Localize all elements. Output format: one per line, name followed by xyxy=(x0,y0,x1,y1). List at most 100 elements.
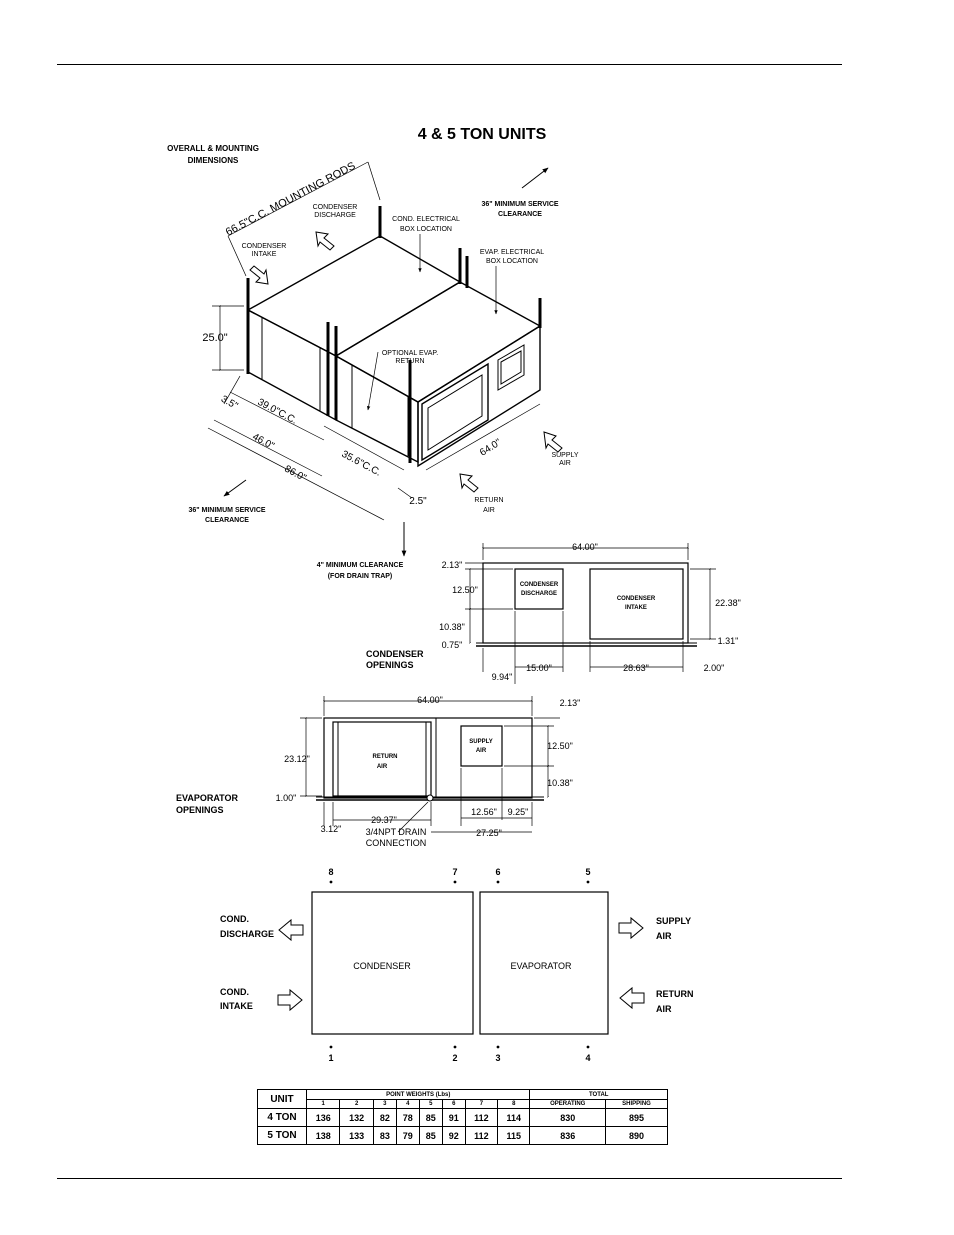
height-dim: 25.0" xyxy=(202,332,227,344)
optional-return-label: OPTIONAL EVAP. xyxy=(382,350,438,357)
plan-supply-air: SUPPLY xyxy=(656,916,691,926)
evap-dim-23-12: 23.12" xyxy=(284,754,310,764)
cond-dim-15-00: 15.00" xyxy=(526,663,552,673)
evap-dim-10-38: 10.38" xyxy=(547,778,573,788)
cond-dim-0-75: 0.75" xyxy=(442,640,463,650)
supply-air-label: SUPPLY xyxy=(551,452,578,459)
evap-dim-9-25: 9.25" xyxy=(508,807,529,817)
condenser-intake-label: CONDENSER xyxy=(242,243,287,250)
intake-arrow-icon xyxy=(249,265,269,285)
point-3: 3 xyxy=(495,1053,500,1063)
bottom-rule xyxy=(57,1178,842,1179)
cond-dim-12-50: 12.50" xyxy=(452,585,478,595)
evaporator-openings-label-2: OPENINGS xyxy=(176,805,224,815)
plan-return-air-2: AIR xyxy=(656,1004,672,1014)
point-weights-header: POINT WEIGHTS (Lbs) xyxy=(305,1089,531,1100)
point-col: 5 xyxy=(418,1099,443,1109)
evap-dim-12-56: 12.56" xyxy=(471,807,497,817)
service-clearance-bottom: 36" MINIMUM SERVICE xyxy=(188,507,265,514)
condenser-openings: CONDENSER OPENINGS CONDENSER DISCHARGE C… xyxy=(366,542,741,684)
cond-dim-22-38: 22.38" xyxy=(715,598,741,608)
plan-evaporator: EVAPORATOR xyxy=(510,961,572,971)
weight-cell: 132 xyxy=(339,1108,374,1127)
drain-connection-label: 3/4NPT DRAIN xyxy=(366,827,427,837)
weight-cell: 112 xyxy=(464,1126,499,1145)
cond-intake-opening: CONDENSER xyxy=(617,596,656,602)
dim-64: 64.0" xyxy=(478,437,504,459)
plan-return-air: RETURN xyxy=(656,989,694,999)
plan-intake-arrow-icon xyxy=(277,988,303,1012)
evap-return-opening: RETURN xyxy=(373,754,398,760)
cond-dim-9-94: 9.94" xyxy=(492,672,513,682)
condenser-discharge-label-2: DISCHARGE xyxy=(314,212,356,219)
overall-heading: OVERALL & MOUNTING xyxy=(167,144,259,153)
evap-dim-2-13: 2.13" xyxy=(560,698,581,708)
dim-35-6: 35.6"C.C. xyxy=(340,449,383,479)
cond-dim-1-31: 1.31" xyxy=(718,636,739,646)
evap-dim-3-12: 3.12" xyxy=(321,824,342,834)
plan-cond-intake-2: INTAKE xyxy=(220,1001,253,1011)
weight-cell: 91 xyxy=(441,1108,466,1127)
weight-cell: 79 xyxy=(395,1126,420,1145)
return-air-label-2: AIR xyxy=(483,507,495,514)
unit-header: UNIT xyxy=(257,1089,307,1109)
cond-electrical-label: COND. ELECTRICAL xyxy=(392,216,460,223)
plan-supply-arrow-icon xyxy=(618,916,644,940)
evap-electrical-label: EVAP. ELECTRICAL xyxy=(480,249,544,256)
plan-view: CONDENSER EVAPORATOR 8 7 6 5 1 2 3 4 CON… xyxy=(220,867,694,1063)
drain-connection-icon xyxy=(426,794,434,802)
evap-dim-12-50: 12.50" xyxy=(547,741,573,751)
table-row: 5 TON 138 133 83 79 85 92 112 115 836 89… xyxy=(257,1126,668,1145)
point-col: 4 xyxy=(395,1099,420,1109)
plan-discharge-arrow-icon xyxy=(278,918,304,942)
plan-cond-intake: COND. xyxy=(220,987,249,997)
condenser-openings-label: CONDENSER xyxy=(366,649,424,659)
drain-clearance-label: 4" MINIMUM CLEARANCE xyxy=(317,562,404,569)
operating-col: OPERATING xyxy=(529,1099,607,1109)
dim-3-5: 3.5" xyxy=(219,394,240,412)
weight-cell: 114 xyxy=(497,1108,531,1127)
point-weights-table: UNIT POINT WEIGHTS (Lbs) TOTAL 1 2 3 4 5… xyxy=(257,1089,668,1145)
operating-cell: 836 xyxy=(529,1126,607,1145)
return-air-arrow-icon xyxy=(459,473,479,493)
isometric-unit: OVERALL & MOUNTING DIMENSIONS xyxy=(167,144,579,580)
return-air-label: RETURN xyxy=(474,497,503,504)
service-clearance-top: 36" MINIMUM SERVICE xyxy=(481,201,558,208)
dim-39: 39.0"C.C. xyxy=(256,397,299,427)
condenser-discharge-label: CONDENSER xyxy=(313,204,358,211)
unit-cell: 4 TON xyxy=(257,1108,307,1127)
cond-width-dim: 64.00" xyxy=(572,542,598,552)
evap-dim-29-37: 29.37" xyxy=(371,815,397,825)
evap-dim-1-00: 1.00" xyxy=(276,793,297,803)
supply-air-label-2: AIR xyxy=(559,460,571,467)
condenser-openings-label-2: OPENINGS xyxy=(366,660,414,670)
point-7: 7 xyxy=(452,867,457,877)
weight-cell: 83 xyxy=(372,1126,397,1145)
point-2: 2 xyxy=(452,1053,457,1063)
point-4: 4 xyxy=(585,1053,590,1063)
weight-cell: 136 xyxy=(305,1108,341,1127)
evaporator-openings-label: EVAPORATOR xyxy=(176,793,239,803)
cond-discharge-opening: CONDENSER xyxy=(520,582,559,588)
service-clearance-bottom-2: CLEARANCE xyxy=(205,517,249,524)
plan-return-arrow-icon xyxy=(619,986,645,1010)
table-row: 4 TON 136 132 82 78 85 91 112 114 830 89… xyxy=(257,1108,668,1127)
service-clearance-top-2: CLEARANCE xyxy=(498,211,542,218)
shipping-cell: 890 xyxy=(605,1126,668,1145)
point-col: 6 xyxy=(441,1099,466,1109)
cond-electrical-label-2: BOX LOCATION xyxy=(400,226,452,233)
point-5: 5 xyxy=(585,867,590,877)
weight-cell: 115 xyxy=(497,1126,531,1145)
service-top-arrow-icon xyxy=(521,167,549,189)
weight-cell: 112 xyxy=(464,1108,499,1127)
overall-heading-2: DIMENSIONS xyxy=(188,156,239,165)
operating-cell: 830 xyxy=(529,1108,607,1127)
drain-clearance-label-2: (FOR DRAIN TRAP) xyxy=(328,573,393,580)
evap-electrical-label-2: BOX LOCATION xyxy=(486,258,538,265)
plan-condenser: CONDENSER xyxy=(353,961,411,971)
service-bottom-arrow-icon xyxy=(223,479,247,497)
cond-dim-2-13: 2.13" xyxy=(442,560,463,570)
condenser-intake-label-2: INTAKE xyxy=(252,251,277,258)
cond-dim-28-63: 28.63" xyxy=(623,663,649,673)
